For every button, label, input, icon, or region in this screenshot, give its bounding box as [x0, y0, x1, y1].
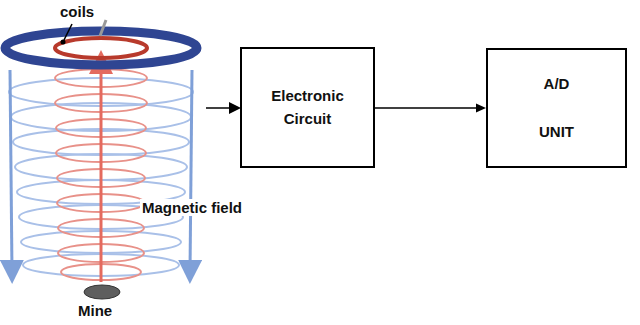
part-label: coils [58, 3, 96, 20]
box-label: Electronic Circuit [252, 85, 363, 130]
process-box: A/D UNIT [486, 48, 627, 168]
part-label: Mine [76, 302, 114, 319]
field-arrow [190, 70, 192, 272]
signal-arrow [206, 107, 238, 109]
inner-coil [55, 38, 147, 58]
leader-dot [61, 40, 66, 45]
mine-object [84, 285, 120, 299]
field-arrow [100, 62, 103, 282]
connector-line [375, 107, 477, 109]
signal-connector [375, 104, 486, 113]
arrow-head [476, 104, 486, 113]
box-label: UNIT [539, 121, 574, 144]
leader-line [100, 20, 106, 36]
process-box: Electronic Circuit [240, 47, 375, 168]
box-label: A/D [544, 73, 570, 96]
part-label: Magnetic field [140, 199, 244, 216]
field-arrow [10, 70, 12, 272]
leader-line [64, 24, 72, 40]
